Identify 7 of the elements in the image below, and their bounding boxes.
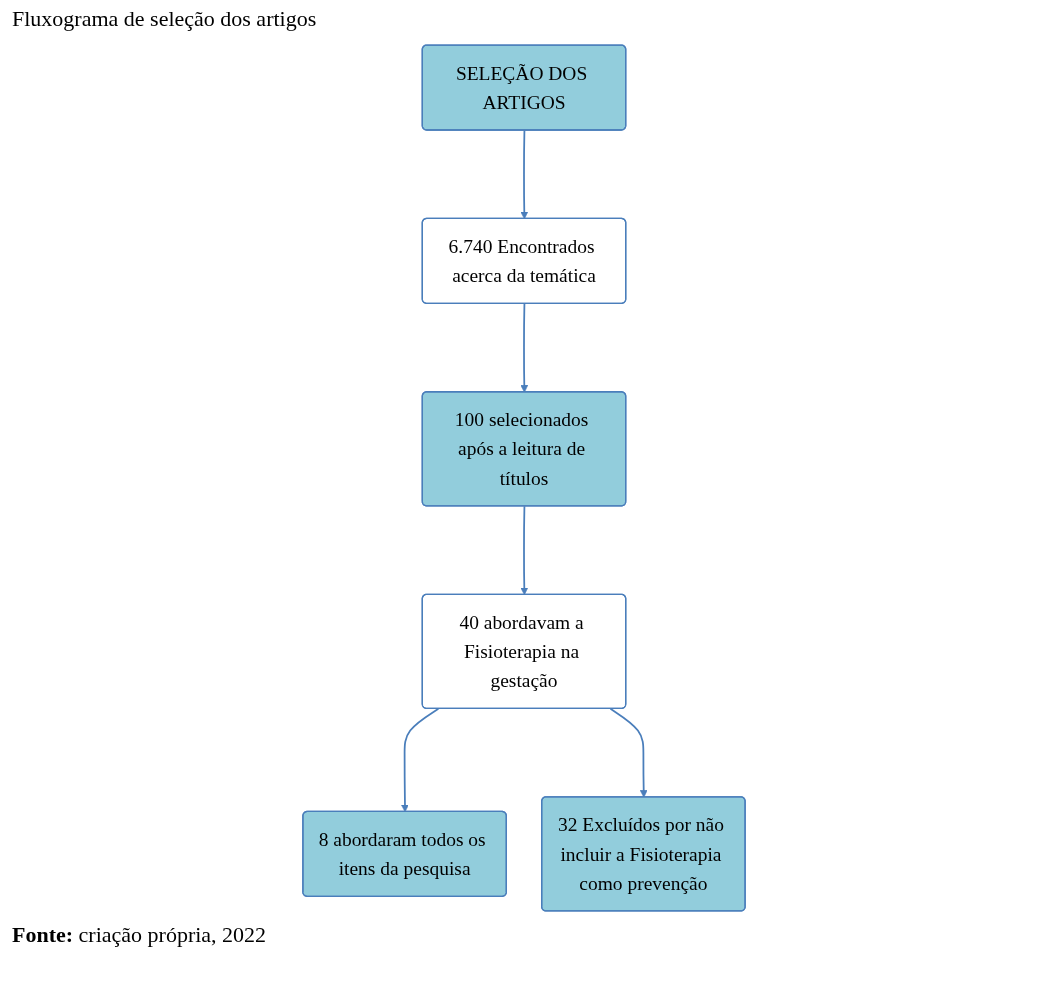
arrow — [520, 505, 529, 596]
arrow — [520, 302, 529, 393]
arrow — [520, 129, 529, 220]
diagram-title: Fluxograma de seleção dos artigos — [11, 5, 318, 33]
caption: Fonte: criação própria, 2022 — [11, 921, 268, 949]
arrow — [401, 707, 440, 813]
arrow — [609, 707, 648, 798]
